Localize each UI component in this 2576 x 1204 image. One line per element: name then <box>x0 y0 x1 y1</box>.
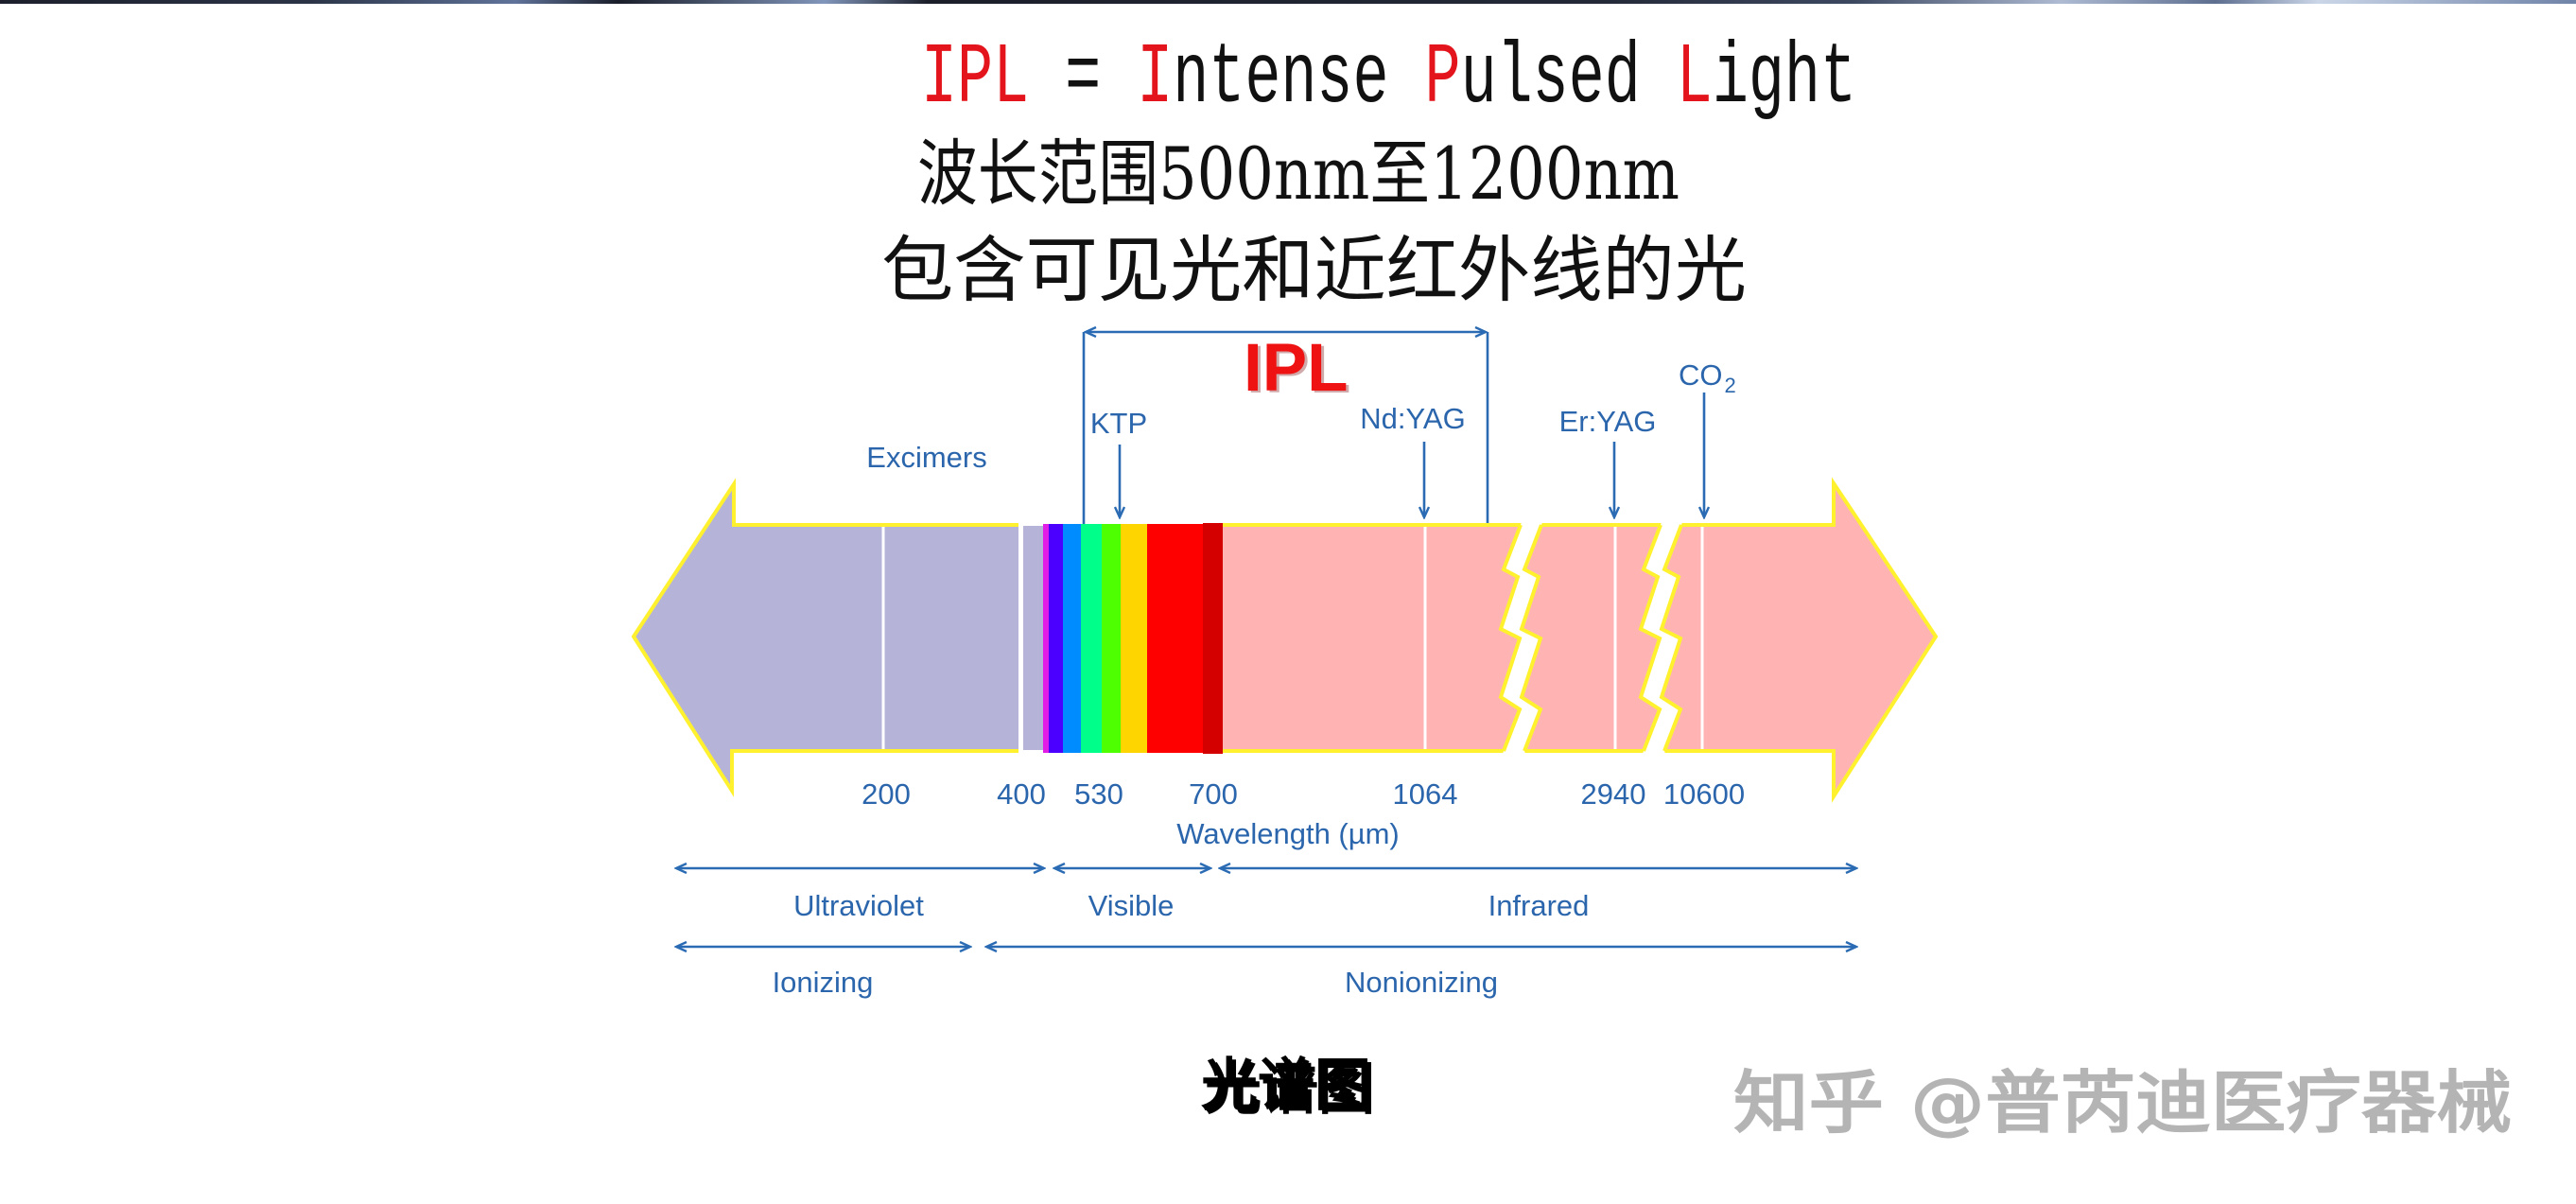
spectrum-stripe-yellow <box>1121 524 1148 753</box>
tick-label: 2940 <box>1581 777 1646 811</box>
label-co2-main: CO <box>1679 358 1723 392</box>
tick-label: 10600 <box>1663 777 1745 811</box>
label-excimers: Excimers <box>866 441 986 474</box>
axis-label: Wavelength (µm) <box>1176 817 1400 850</box>
scale-break-edge-right <box>1659 524 1683 752</box>
infrared-arrow <box>1218 477 1939 803</box>
scale-break-edge-left <box>1638 524 1662 752</box>
ipl-range-bracket <box>1082 332 1489 526</box>
band-label-visible: Visible <box>1088 889 1175 922</box>
title-segment-ntense: ntense <box>1173 30 1424 128</box>
band-label-infrared: Infrared <box>1488 889 1590 922</box>
spectrum-stripe-cyan-green <box>1081 524 1103 753</box>
title-segment-ipl: IPL <box>921 30 1029 128</box>
caption-shadow: 光谱图 <box>1205 1056 1375 1123</box>
wavelength-ticks: 200 400 530 700 1064 2940 10600 <box>862 777 1745 811</box>
title-segment-ight: ight <box>1713 30 1856 128</box>
ultraviolet-arrow <box>631 478 1022 797</box>
band-label-ultraviolet: Ultraviolet <box>793 889 924 922</box>
label-er-yag: Er:YAG <box>1559 405 1657 438</box>
title-segment-p: P <box>1425 30 1461 128</box>
scale-break-edge-left <box>1498 524 1523 752</box>
title-line-3: 包含可见光和近红外线的光 <box>881 228 1747 312</box>
tick-label: 530 <box>1074 777 1123 811</box>
title-line-1: IPL = Intense Pulsed Light <box>921 30 1856 128</box>
title-segment-ulsed: ulsed <box>1461 30 1677 128</box>
spectrum-stripe-blue <box>1063 524 1082 753</box>
caption: 光谱图 <box>1201 1053 1371 1119</box>
tick-label: 400 <box>997 777 1046 811</box>
spectrum-stripe-green <box>1102 524 1122 753</box>
title-line-2: 波长范围500nm至1200nm <box>917 131 1680 216</box>
divider-400 <box>1018 522 1023 755</box>
label-co2: CO2 <box>1679 358 1736 397</box>
spectrum-stripe-magenta <box>1043 524 1050 753</box>
watermark-highlight: 知乎 @普芮迪医疗器械 <box>1730 1060 2508 1140</box>
scale-break-1 <box>1498 519 1543 757</box>
tick-label: 200 <box>862 777 911 811</box>
scale-break-gap <box>1501 519 1543 757</box>
spectrum-stripe-dark-red <box>1203 523 1223 754</box>
scale-break-2 <box>1638 519 1683 757</box>
spectrum-stripe-red <box>1147 524 1204 753</box>
watermark: 知乎 @普芮迪医疗器械 <box>1733 1063 2512 1143</box>
spectrum-stripe-violet <box>1049 524 1064 753</box>
ipl-label-shadow: IPL <box>1246 333 1350 408</box>
title-segment-equals: = <box>1029 30 1137 128</box>
scale-break-gap <box>1641 519 1683 757</box>
scale-break-edge-right <box>1519 524 1543 752</box>
label-ionizing: Ionizing <box>773 966 874 999</box>
tick-label: 700 <box>1189 777 1238 811</box>
title-segment-i: I <box>1137 30 1173 128</box>
ipl-label: IPL <box>1244 331 1348 406</box>
tick-label: 1064 <box>1393 777 1458 811</box>
label-ktp: KTP <box>1090 407 1147 440</box>
title-segment-l: L <box>1677 30 1713 128</box>
label-nd-yag: Nd:YAG <box>1360 402 1465 435</box>
near-uv-block <box>1023 526 1044 750</box>
label-co2-subscript: 2 <box>1725 374 1736 397</box>
label-nonionizing: Nonionizing <box>1345 966 1498 999</box>
top-band <box>0 0 2576 4</box>
visible-spectrum <box>1043 523 1223 754</box>
